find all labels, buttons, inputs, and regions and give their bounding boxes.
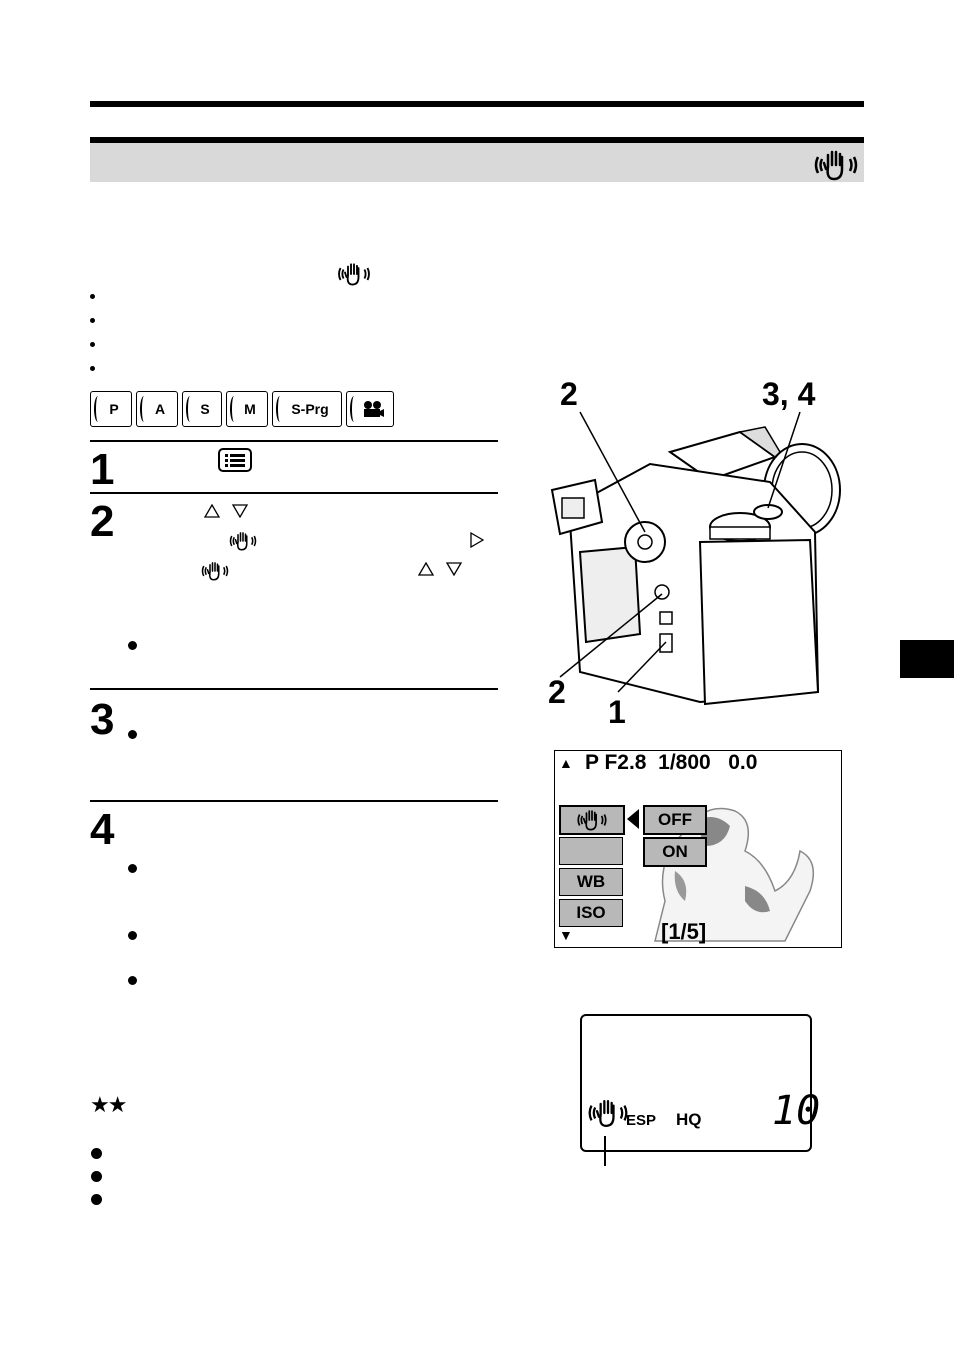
section-title-band xyxy=(90,137,864,182)
control-panel-screen: ESP HQ 10 xyxy=(580,1014,820,1152)
option-off[interactable]: OFF xyxy=(643,805,707,835)
down-triangle-icon: ▼ xyxy=(559,927,573,943)
mode-s-prg-icon: S-Prg xyxy=(272,391,342,427)
menu-item-blank[interactable] xyxy=(559,837,623,865)
anti-shake-hand-icon xyxy=(577,810,607,831)
quality-label: HQ xyxy=(676,1110,702,1129)
anti-shake-hand-icon xyxy=(588,1099,628,1127)
bullet xyxy=(90,366,95,371)
anti-shake-hand-icon xyxy=(201,562,229,581)
anti-shake-hand-icon xyxy=(338,263,370,286)
left-triangle-icon xyxy=(627,809,639,829)
step-number: 2 xyxy=(90,497,115,546)
step-divider xyxy=(90,800,498,802)
menu-item-iso[interactable]: ISO xyxy=(559,899,623,927)
bullet xyxy=(128,931,137,940)
option-on[interactable]: ON xyxy=(643,837,707,867)
mode-dial-icons: P A S M S-Prg xyxy=(90,391,394,429)
step-number: 3 xyxy=(90,695,115,744)
down-arrow-icon xyxy=(232,504,248,518)
mode-m-icon: M xyxy=(226,391,268,427)
bullet xyxy=(90,294,95,299)
bullet xyxy=(128,730,137,739)
bullet xyxy=(128,864,137,873)
step-number: 1 xyxy=(90,445,115,494)
up-arrow-icon xyxy=(418,562,434,576)
bullet xyxy=(91,1148,102,1159)
bullet xyxy=(128,641,137,650)
right-arrow-icon xyxy=(470,532,484,548)
frame-count: 10 xyxy=(772,1088,821,1134)
esp-label: ESP xyxy=(626,1112,657,1129)
mode-s-icon: S xyxy=(182,391,222,427)
mode-p-icon: P xyxy=(90,391,132,427)
down-arrow-icon xyxy=(446,562,462,576)
menu-page-indicator: [1/5] xyxy=(661,919,707,944)
mode-a-icon: A xyxy=(136,391,178,427)
bullet xyxy=(91,1194,102,1205)
menu-item-anti-shake[interactable] xyxy=(559,805,625,835)
anti-shake-hand-icon xyxy=(229,532,257,551)
bullet xyxy=(128,976,137,985)
step-divider xyxy=(90,440,498,442)
step-number: 4 xyxy=(90,805,115,854)
lcd-menu-screen: ▲ P F2.8 1/800 0.0 WB ISO OFF ON ▼ [1/5] xyxy=(554,750,842,948)
callout-label: 2 xyxy=(560,376,578,412)
note-stars: ★★ xyxy=(90,1092,127,1117)
up-triangle-icon: ▲ xyxy=(559,755,573,771)
callout-line xyxy=(604,1136,606,1166)
top-rule xyxy=(90,101,864,107)
up-arrow-icon xyxy=(204,504,220,518)
bullet xyxy=(90,318,95,323)
camera-illustration xyxy=(550,411,841,706)
menu-button-icon xyxy=(218,448,252,472)
bullet xyxy=(90,342,95,347)
anti-shake-hand-icon xyxy=(814,150,858,181)
chapter-tab xyxy=(900,640,954,678)
callout-label: 1 xyxy=(608,694,626,730)
bullet xyxy=(91,1171,102,1182)
callout-label: 3, 4 xyxy=(762,376,816,412)
movie-camera-icon xyxy=(346,391,394,427)
exposure-readout: P F2.8 1/800 0.0 xyxy=(585,751,758,774)
callout-label: 2 xyxy=(548,674,566,710)
step-divider xyxy=(90,492,498,494)
step-divider xyxy=(90,688,498,690)
menu-item-wb[interactable]: WB xyxy=(559,868,623,896)
